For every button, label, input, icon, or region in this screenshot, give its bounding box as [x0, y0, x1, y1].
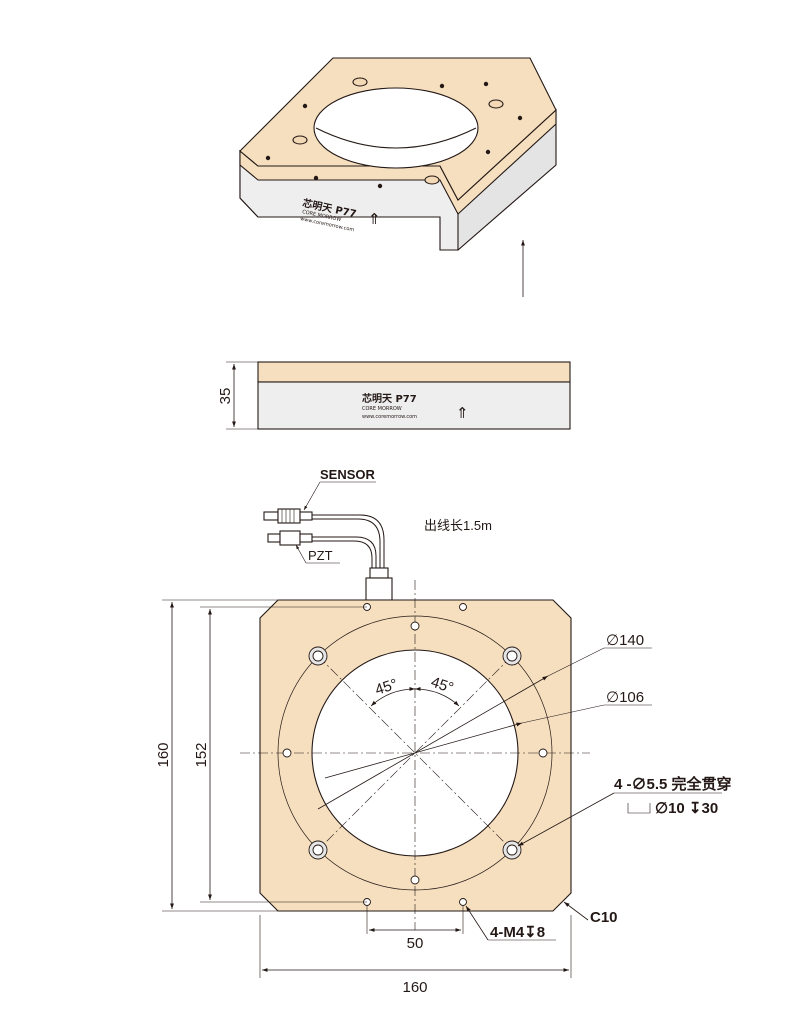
iso-small-hole — [265, 155, 271, 161]
outer-circle-dim: ∅140 — [606, 632, 644, 649]
through-hole — [502, 646, 522, 666]
side-body — [257, 381, 571, 430]
cable-gland — [365, 577, 393, 601]
axis-hole — [410, 875, 420, 885]
pzt-label: PZT — [308, 548, 333, 563]
through-hole — [308, 646, 328, 666]
iso-direction-arrow-icon: ⇑ — [368, 211, 381, 228]
cable-assembly: SENSOR PZT 出线长1.5m — [263, 467, 492, 601]
outer-height-dim: 160 — [155, 742, 172, 767]
side-height-dim: 35 — [217, 388, 234, 405]
side-brand-text: 芯明天 P77 — [362, 392, 417, 405]
iso-mount-hole — [352, 77, 368, 87]
iso-small-hole — [485, 149, 491, 155]
through-hole — [502, 840, 522, 860]
sensor-connector-body — [277, 508, 301, 524]
m4-spacing-dim: 50 — [407, 935, 424, 952]
counterbore-icon — [627, 803, 651, 814]
iso-mount-hole — [488, 99, 504, 109]
iso-small-hole — [517, 115, 523, 121]
top-view: 45° 45° ∅140 ∅106 4 -∅5.5 完全贯穿 ∅10 ↧30 1… — [155, 580, 732, 996]
inner-circle-dim: ∅106 — [606, 689, 644, 706]
tapped-hole-note: 4-M4↧8 — [490, 924, 545, 941]
axis-hole — [410, 621, 420, 631]
axis-hole — [538, 748, 548, 758]
angle-right-label: 45° — [429, 674, 456, 697]
tapped-hole — [459, 898, 467, 906]
iso-hole-lower-edge — [315, 127, 477, 149]
iso-small-hole — [377, 183, 383, 189]
hole-spacing-dim: 152 — [193, 742, 210, 767]
chamfer-note: C10 — [590, 909, 618, 926]
isometric-view: 芯明天 P77 CORE MORROW www.coremorrow.com ⇑ — [239, 57, 557, 251]
side-view: 35 芯明天 P77 CORE MORROW www.coremorrow.co… — [217, 361, 571, 430]
side-top-layer — [257, 361, 571, 383]
sensor-connector-tip — [263, 511, 279, 521]
iso-mount-hole — [424, 175, 440, 185]
tapped-hole — [459, 603, 467, 611]
pzt-connector-body — [279, 530, 301, 546]
sensor-label: SENSOR — [320, 467, 376, 482]
iso-small-hole — [483, 81, 489, 87]
angle-left-label: 45° — [373, 676, 400, 699]
side-direction-arrow-icon: ⇑ — [456, 405, 469, 422]
axis-hole — [282, 748, 292, 758]
width-dim: 160 — [402, 979, 427, 996]
iso-small-hole — [439, 83, 445, 89]
cable-strain-relief — [369, 567, 389, 579]
side-brand-sub: CORE MORROW — [362, 406, 402, 412]
side-website: www.coremorrow.com — [362, 414, 417, 420]
through-hole-note: 4 -∅5.5 完全贯穿 — [614, 775, 732, 793]
iso-center-hole — [313, 87, 479, 169]
iso-small-hole — [313, 175, 319, 181]
counterbore-note: ∅10 ↧30 — [655, 800, 718, 817]
cable-length-note: 出线长1.5m — [424, 518, 492, 533]
iso-mount-hole — [292, 135, 308, 145]
through-hole — [308, 840, 328, 860]
pzt-connector-tip — [267, 533, 281, 543]
iso-small-hole — [302, 103, 308, 109]
